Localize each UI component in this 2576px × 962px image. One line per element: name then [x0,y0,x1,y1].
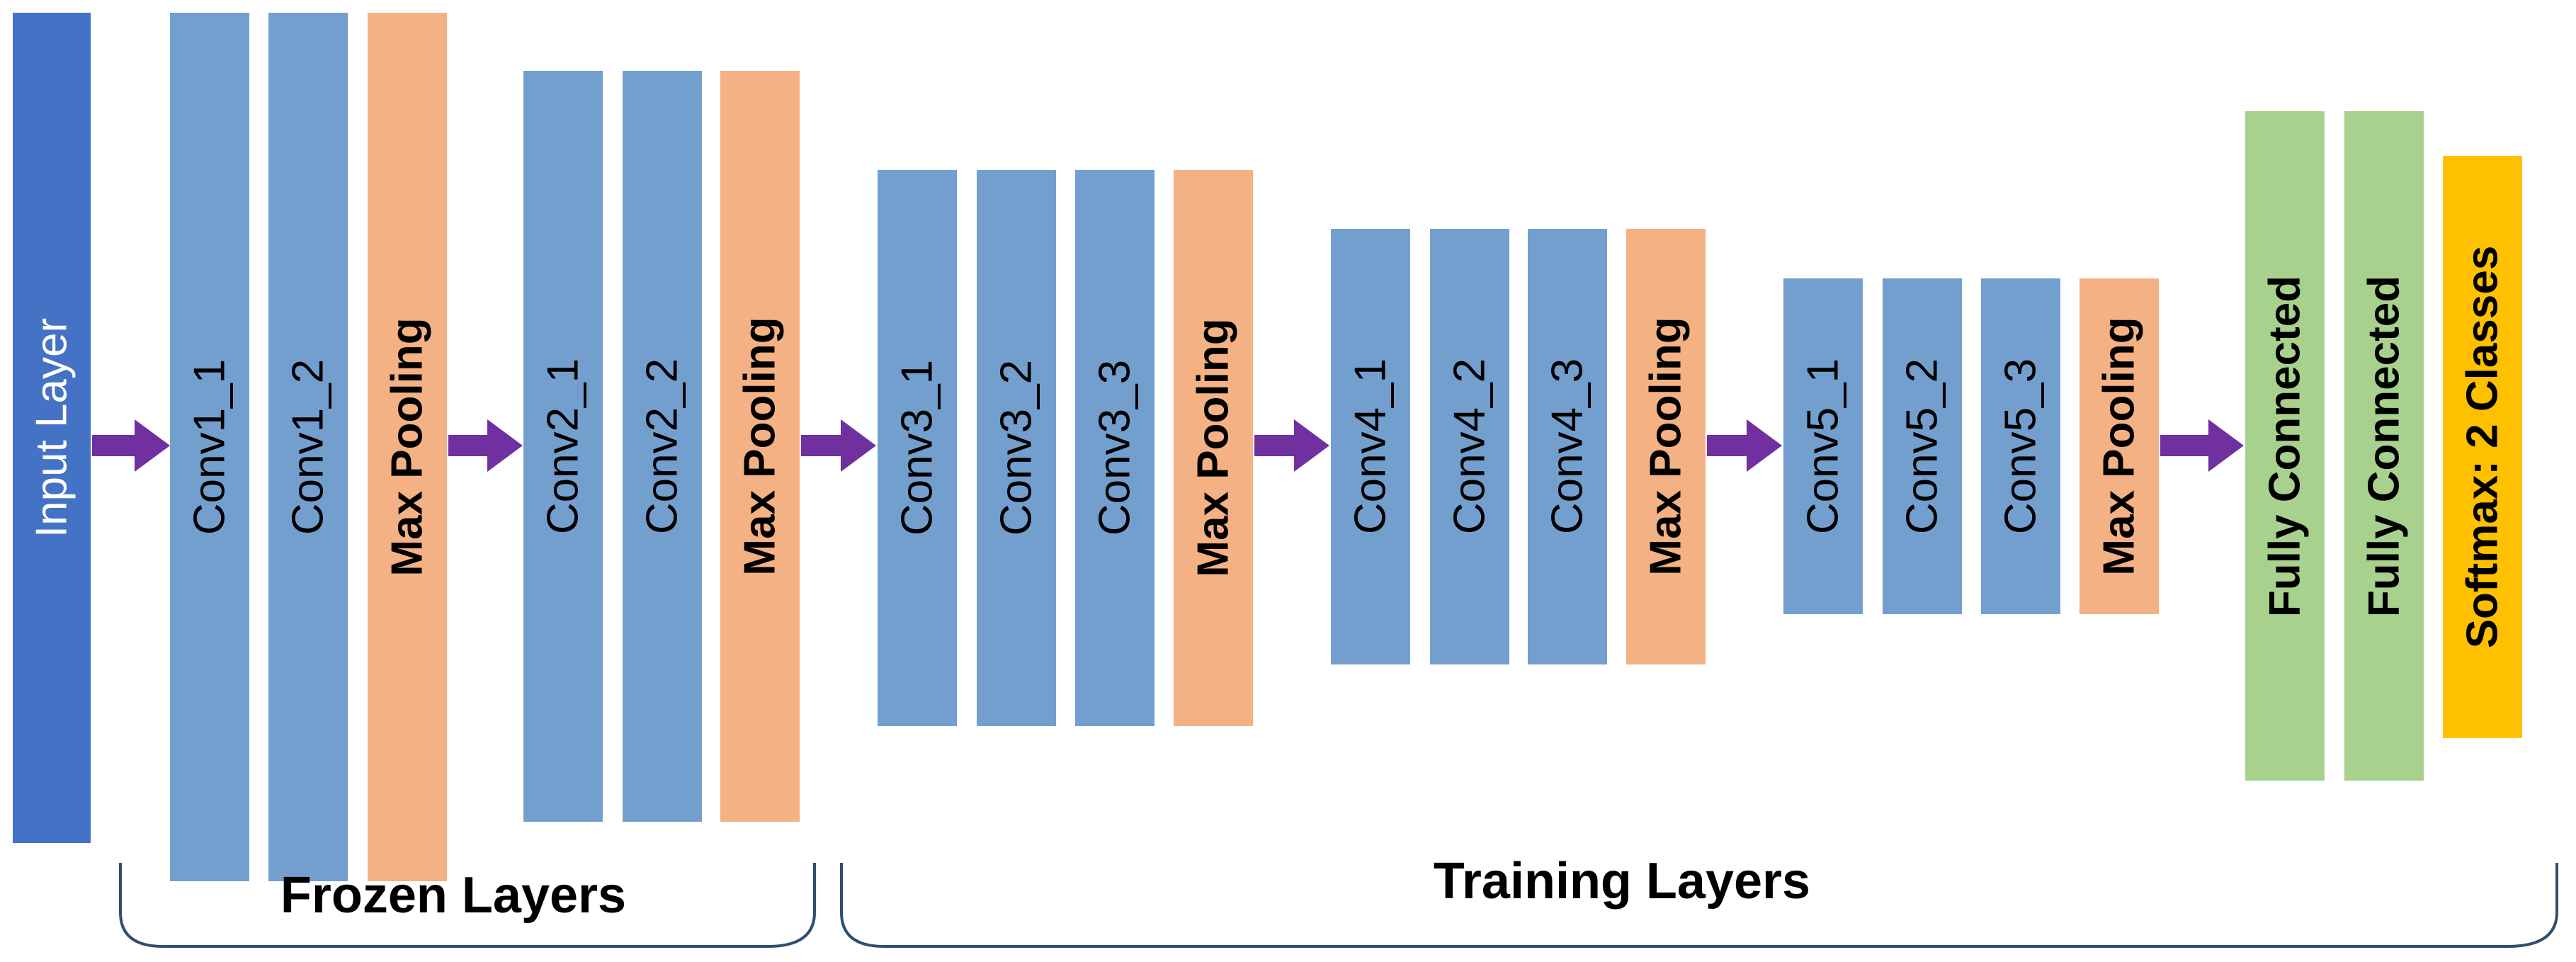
max-pooling-4-bar [1626,229,1706,664]
conv5-2-bar [1883,278,1962,614]
conv5-1-bar [1783,278,1863,614]
conv5-3-label: Conv5_3 [1997,358,2046,534]
conv3-1-label: Conv3_1 [893,360,942,536]
conv3-2-label: Conv3_2 [992,360,1041,536]
conv4-2-bar [1430,229,1509,664]
layer-19: Fully Connected [2245,111,2325,781]
fully-connected-2-bar [2344,111,2424,781]
conv1-2-bar [268,13,348,881]
conv4-1-label: Conv4_1 [1346,358,1395,534]
layer-17: Conv5_3 [1981,278,2060,614]
layer-6: Max Pooling [720,71,800,822]
frozen-layers-label: Frozen Layers [280,867,626,924]
softmax-bar [2443,156,2522,738]
max-pooling-5-bar [2079,278,2159,614]
layer-16: Conv5_2 [1883,278,1962,614]
arrow-6 [2160,419,2244,472]
layer-8: Conv3_2 [977,170,1056,726]
max-pooling-2-label: Max Pooling [736,317,785,575]
layer-10: Max Pooling [1174,170,1253,726]
conv2-1-bar [523,71,603,822]
fully-connected-1-label: Fully Connected [2261,276,2310,617]
layer-11: Conv4_1 [1331,229,1410,664]
conv5-1-label: Conv5_1 [1799,358,1848,534]
conv4-1-bar [1331,229,1410,664]
max-pooling-2-bar [720,71,800,822]
conv1-1-label: Conv1_1 [186,359,234,535]
layer-13: Conv4_3 [1528,229,1607,664]
layer-4: Conv2_1 [523,71,603,822]
max-pooling-1-label: Max Pooling [383,317,432,576]
max-pooling-1-bar [368,13,447,881]
max-pooling-5-label: Max Pooling [2095,317,2144,575]
conv1-2-label: Conv1_2 [284,359,333,535]
layer-5: Conv2_2 [623,71,702,822]
conv2-1-label: Conv2_1 [539,358,588,534]
softmax-label: Softmax: 2 Classes [2458,246,2507,649]
arrow-2 [448,419,523,472]
arrow-4 [1254,419,1329,472]
fully-connected-2-label: Fully Connected [2360,276,2409,617]
layer-15: Conv5_1 [1783,278,1863,614]
arrow-1 [92,419,170,472]
training-layers-label: Training Layers [1434,853,1810,910]
conv1-1-bar [170,13,249,881]
max-pooling-4-label: Max Pooling [1642,317,1691,575]
layer-21: Softmax: 2 Classes [2443,156,2522,738]
layer-12: Conv4_2 [1430,229,1509,664]
conv3-1-bar [878,170,957,726]
frozen-layers-bracket [119,863,816,948]
conv3-3-bar [1075,170,1154,726]
conv5-2-label: Conv5_2 [1898,358,1947,534]
input-layer-label: Input Layer [28,318,76,538]
layer-1: Conv1_1 [170,13,249,881]
layer-2: Conv1_2 [268,13,348,881]
max-pooling-3-bar [1174,170,1253,726]
input-layer-bar [13,13,91,843]
layer-20: Fully Connected [2344,111,2424,781]
layer-9: Conv3_3 [1075,170,1154,726]
arrow-3 [801,419,876,472]
conv4-3-label: Conv4_3 [1543,358,1592,534]
layer-18: Max Pooling [2079,278,2159,614]
conv5-3-bar [1981,278,2060,614]
arrow-5 [1707,419,1782,472]
conv2-2-bar [623,71,702,822]
layer-14: Max Pooling [1626,229,1706,664]
fully-connected-1-bar [2245,111,2325,781]
conv4-2-label: Conv4_2 [1446,358,1494,534]
layer-0: Input Layer [13,13,91,843]
layer-3: Max Pooling [368,13,447,881]
conv4-3-bar [1528,229,1607,664]
max-pooling-3-label: Max Pooling [1189,318,1238,577]
layer-7: Conv3_1 [878,170,957,726]
training-layers-bracket [840,863,2558,948]
conv2-2-label: Conv2_2 [638,358,687,534]
conv3-3-label: Conv3_3 [1091,360,1140,536]
conv3-2-bar [977,170,1056,726]
